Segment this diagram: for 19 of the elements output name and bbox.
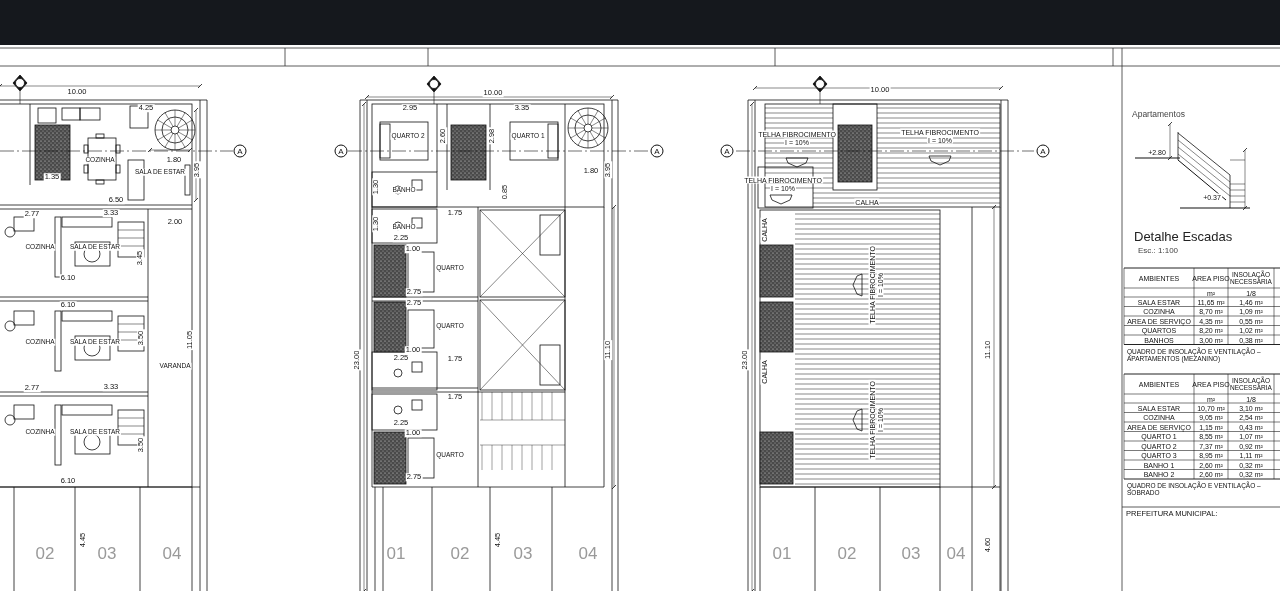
scale-label: Esc.: 1:100 (1138, 247, 1179, 255)
parking-bay-number: 04 (946, 544, 966, 562)
detail-title: Detalhe Escadas (1134, 229, 1233, 243)
parking-bay-number: 03 (513, 544, 533, 562)
parking-bay-number: 04 (578, 544, 598, 562)
section-marker: A (334, 144, 348, 158)
parking-bay-number: 01 (772, 544, 792, 562)
section-marker: A (233, 144, 247, 158)
section-marker: A (650, 144, 664, 158)
parking-bay-number: 01 (386, 544, 406, 562)
parking-bay-number: 04 (162, 544, 182, 562)
parking-bay-number: 02 (450, 544, 470, 562)
parking-bay-number: 03 (901, 544, 921, 562)
parking-bay-number: 02 (837, 544, 857, 562)
section-marker: A (1036, 144, 1050, 158)
parking-bay-number: 02 (35, 544, 55, 562)
parking-bay-number: 03 (97, 544, 117, 562)
drawing-title: Apartamentos (1132, 109, 1185, 119)
section-marker: A (720, 144, 734, 158)
